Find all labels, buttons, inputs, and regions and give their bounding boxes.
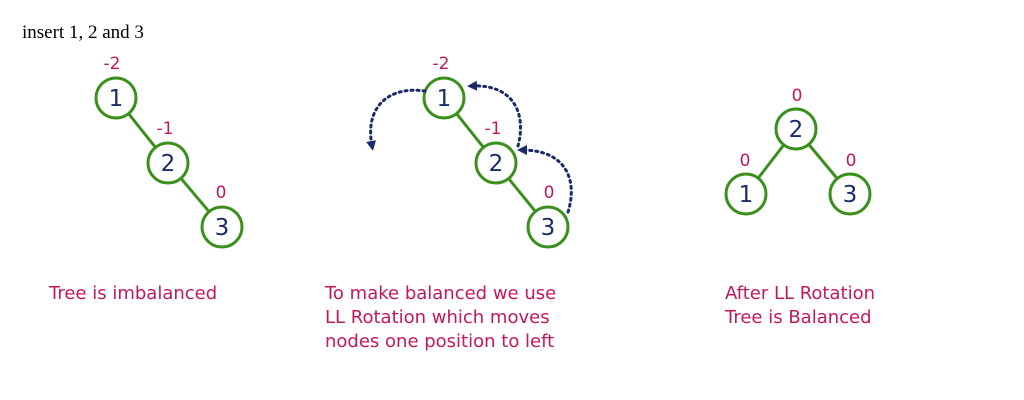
tree-node-2 [146,141,190,185]
caption-line: nodes one position to left [325,331,555,352]
caption-line: Tree is Balanced [725,307,872,328]
tree-node-1 [724,172,768,216]
node-value-2: 2 [789,117,804,143]
rotation-arrow [517,145,573,214]
tree-edge [807,143,839,180]
caption-line: LL Rotation which moves [325,307,550,328]
node-value-3: 3 [541,215,556,241]
caption-line: To make balanced we use [325,283,557,304]
tree-edge [507,177,537,213]
node-value-3: 3 [843,182,858,208]
balance-factor: 0 [216,183,227,203]
node-value-2: 2 [489,151,504,177]
caption-balanced: After LL Rotation Tree is Balanced [725,282,875,330]
tree-edge [127,112,157,149]
tree-node-3 [828,172,872,216]
balance-factor: -1 [157,119,174,139]
tree-edge [455,112,485,149]
caption-rotating: To make balanced we use LL Rotation whic… [325,282,556,354]
balance-factor: 0 [740,151,751,171]
tree-node-2 [774,107,818,151]
tree-node-3 [526,205,570,249]
node-value-1: 1 [739,182,754,208]
heading-text: insert 1, 2 and 3 [22,22,144,43]
caption-line: After LL Rotation [725,283,876,304]
balance-factor: 0 [544,183,555,203]
tree-node-1 [94,76,138,120]
balance-factor: -2 [433,54,450,74]
node-value-3: 3 [215,215,230,241]
tree-node-3 [200,205,244,249]
tree-node-2 [474,141,518,185]
node-value-2: 2 [161,151,176,177]
tree-node-1 [422,76,466,120]
caption-line: Tree is imbalanced [49,283,218,304]
balance-factor: -2 [104,54,121,74]
balance-factor: 0 [792,86,803,106]
balance-factor: -1 [485,119,502,139]
tree-edge [757,143,785,180]
node-value-1: 1 [437,86,452,112]
rotation-arrow [467,80,523,148]
rotation-arrow [366,88,427,151]
tree-edge [179,177,211,213]
node-value-1: 1 [109,86,124,112]
caption-imbalanced: Tree is imbalanced [49,282,217,306]
balance-factor: 0 [846,151,857,171]
